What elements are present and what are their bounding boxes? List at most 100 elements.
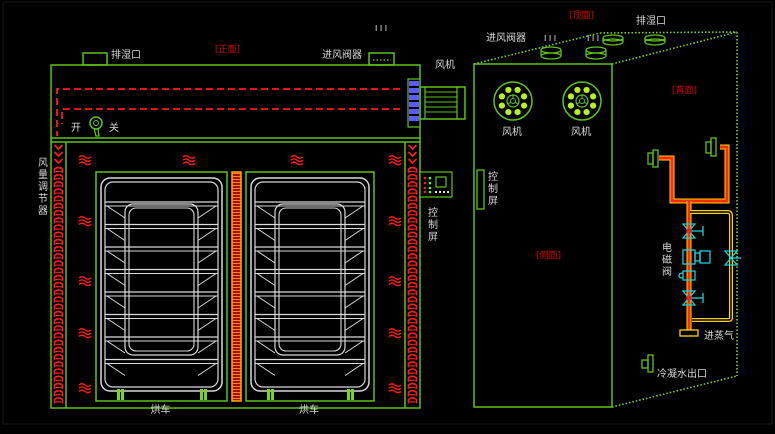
top-air-inlet-valve-label: 进风阀器 [486,31,526,44]
wave-line [388,383,402,387]
heater-coil-loop [407,217,418,224]
label-char: 器 [38,205,48,217]
steam-inlet-label: 进蒸气 [704,329,734,342]
label-char: 磁 [662,253,672,266]
heater-coil-loop [53,238,64,245]
fan-vent-dot [583,108,590,116]
heat-exchanger [407,78,421,128]
heater-coil-loop [407,332,418,339]
wave-line [388,219,402,224]
bypass-valve-icon[interactable] [723,250,741,266]
heater-coil-loop [407,353,418,361]
rack-brace [106,363,126,376]
wave-line [388,334,402,339]
wave-line [78,276,92,280]
wave-line [78,386,92,391]
fan-spoke [583,101,588,105]
heater-coil-loop [407,368,418,375]
wave-line [290,155,304,159]
gate-valve-lower-icon[interactable] [681,290,704,306]
solenoid-valve-icon[interactable] [678,249,711,281]
heater-coil-loop [53,325,64,332]
rack-brace [106,295,126,309]
label-char: 节 [38,193,48,205]
airflow-chevron [53,151,64,158]
heater-coil-loop [53,260,64,267]
control-panel[interactable] [419,171,453,198]
cart-wheel [117,389,120,400]
rack-brace [256,363,276,376]
center-heater [231,171,242,402]
fan-spoke [507,101,512,105]
heater-coil-loop [53,339,64,346]
cart-bay [245,171,375,402]
heater-coil-loop [53,231,64,238]
label-char: 控 [488,170,498,183]
heat-wave-icon [388,276,402,287]
heater-coil-loop [407,253,418,260]
fan-icon: 风机 [562,81,602,138]
rack-brace [106,273,126,286]
fan-vent-dot [514,108,521,116]
heat-wave-icon [78,276,92,287]
heater-coil-loop [407,296,418,303]
rack-brace [256,318,276,331]
rack-core-frame [124,203,199,356]
heater-coil-loop [53,224,64,231]
control-screen [435,176,447,188]
top-inlet-marks-1: I I I [544,34,556,43]
wave-line [78,219,92,224]
heat-wave-icon [290,155,304,166]
airflow-chevron [407,144,418,151]
rack-brace [106,318,126,331]
heater-coil-loop [407,325,418,332]
rack-brace [344,363,364,376]
fan-vent-dot [574,86,581,94]
fan-vent-dot [589,102,597,109]
side-control-panel[interactable] [476,169,485,210]
rack-brace [344,318,364,331]
heater-coil-loop [53,267,64,274]
fan-vent-dot [505,108,512,116]
gate-valve-upper-icon[interactable] [681,223,704,239]
exhaust-port [82,52,108,66]
rack-brace [256,295,276,309]
top-inlet-marks-2: I I I [587,34,599,43]
heater-coil-loop [53,202,64,209]
wave-line [182,161,196,166]
top-air-inlet-valve-2 [585,46,607,60]
wave-line [78,282,92,287]
rack-brace [256,228,276,241]
heater-coil-loop [53,289,64,296]
heater-coil-loop [53,382,64,389]
heater-coil-loop [407,245,418,253]
heater-coil-loop [53,397,64,404]
rack-brace [256,273,276,286]
steam-outlet-flange-1 [647,149,659,168]
label-char: 制 [428,218,438,231]
heat-wave-icon [78,328,92,339]
fan-axle [510,98,516,104]
heater-coil-loop [53,281,64,289]
wave-line [388,279,402,284]
wave-line [78,389,92,394]
heater-coil-loop [407,231,418,238]
rack-brace [344,273,364,286]
label-char: 屏 [488,195,498,207]
damper-switch-icon[interactable] [89,116,103,137]
cart-label: 烘车 [299,403,319,416]
heater-coil-loop [53,353,64,361]
rack-brace [256,340,276,354]
top-view-tag: [顶面] [569,10,594,21]
rack-brace [344,250,364,264]
rack-core-inner [128,207,195,352]
rack-brace [344,228,364,241]
wave-line [388,282,402,287]
condensate-outlet [641,354,654,373]
heater-coil-loop [53,209,64,217]
label-char: 控 [428,206,438,219]
fan-spoke [576,101,581,105]
switch-off-label: 关 [109,121,119,134]
